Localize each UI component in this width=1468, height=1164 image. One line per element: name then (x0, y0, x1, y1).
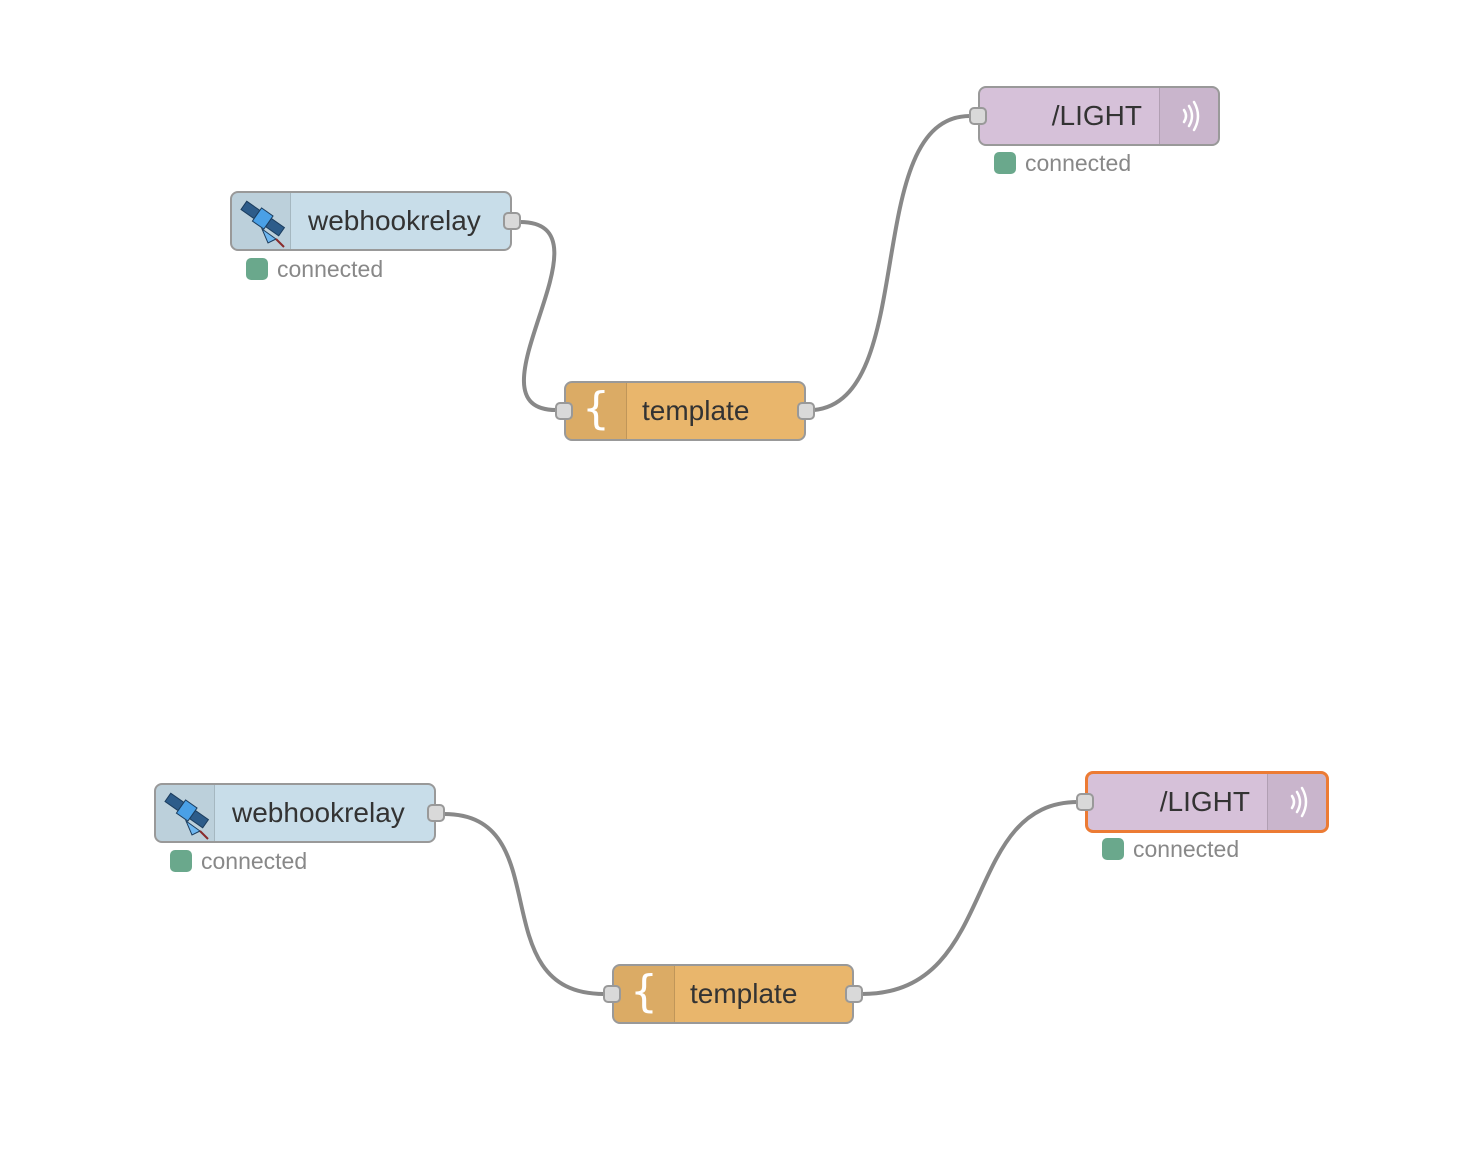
node-label: template (690, 978, 798, 1009)
status-dot (1102, 838, 1124, 860)
status-text: connected (277, 255, 384, 282)
status-indicator: connected (994, 150, 1131, 176)
status-dot (170, 850, 192, 872)
template-node[interactable]: { template (603, 964, 863, 1024)
input-port[interactable] (603, 985, 621, 1003)
node-label: template (642, 395, 750, 426)
template-node[interactable]: { template (555, 381, 815, 441)
wire-template-to-output[interactable] (813, 114, 971, 412)
status-dot (246, 258, 268, 280)
output-port[interactable] (797, 402, 815, 420)
output-port[interactable] (503, 212, 521, 230)
light-output-node[interactable]: /LIGHT (1076, 771, 1329, 833)
curly-brace-icon: { (614, 966, 675, 1022)
input-port[interactable] (555, 402, 573, 420)
wire-webhook-to-template[interactable] (519, 220, 557, 412)
output-port[interactable] (427, 804, 445, 822)
webhookrelay-node[interactable]: webhookrelay (154, 783, 445, 843)
wire-template-to-output[interactable] (861, 800, 1079, 996)
node-label: /LIGHT (1159, 786, 1250, 817)
broadcast-icon (1159, 88, 1218, 144)
node-label: webhookrelay (232, 797, 405, 828)
status-dot (994, 152, 1016, 174)
node-label: /LIGHT (1051, 100, 1142, 131)
wire-webhook-to-template[interactable] (443, 812, 605, 996)
satellite-icon (156, 785, 215, 841)
status-text: connected (201, 847, 308, 874)
status-indicator: connected (1102, 836, 1239, 862)
satellite-icon (232, 193, 291, 249)
status-text: connected (1133, 835, 1240, 862)
curly-brace-icon: { (566, 383, 627, 439)
status-text: connected (1025, 149, 1132, 176)
status-indicator: connected (246, 256, 383, 282)
input-port[interactable] (1076, 793, 1094, 811)
input-port[interactable] (969, 107, 987, 125)
broadcast-icon (1267, 774, 1326, 830)
light-output-node[interactable]: /LIGHT (969, 86, 1220, 146)
output-port[interactable] (845, 985, 863, 1003)
webhookrelay-node[interactable]: webhookrelay (230, 191, 521, 251)
status-indicator: connected (170, 848, 307, 874)
node-label: webhookrelay (308, 205, 481, 236)
